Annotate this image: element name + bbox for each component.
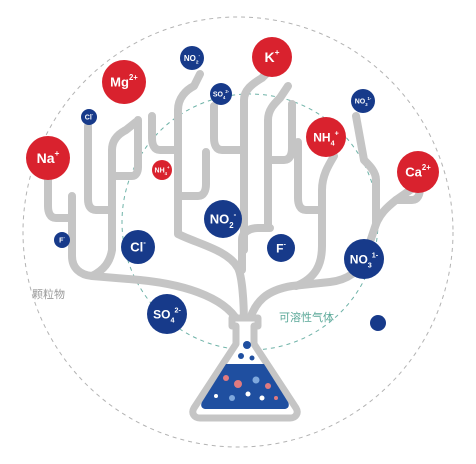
ion-na-label: Na+ (37, 148, 60, 166)
ion-ca: Ca2+ (397, 151, 439, 193)
ion-no3_s-charge: 1- (368, 96, 372, 101)
ion-cl_s: Cl- (81, 109, 97, 125)
ion-nh4b-circle (152, 160, 172, 180)
ion-no2_l-label: NO2- (210, 210, 237, 230)
ion-nh4a-label: NH4+ (313, 128, 339, 147)
ion-k-symbol: K (264, 49, 274, 65)
ion-no2_l-circle (204, 200, 242, 238)
ion-cl_s-charge: - (92, 112, 94, 117)
ion-no3_l-circle (344, 239, 384, 279)
ion-ca-circle (397, 151, 439, 193)
ion-so4_s-charge: 2- (225, 89, 229, 94)
ion-cl_s-circle (81, 109, 97, 125)
ion-so4_l-label: SO42- (153, 305, 181, 324)
ion-k-circle (252, 37, 292, 77)
ion-cl_l-label: Cl- (130, 238, 146, 255)
ion-cl_l-circle (121, 230, 155, 264)
ion-f_s-label: F- (59, 235, 65, 245)
ion-so4_l-symbol: SO (153, 307, 170, 321)
ion-no2_l-symbol: NO (210, 212, 230, 227)
ion-mg-circle (102, 60, 146, 104)
ion-no3_s-circle (351, 89, 375, 113)
ion-mg: Mg2+ (102, 60, 146, 104)
ion-no3_l-subscript: 3 (368, 261, 372, 270)
ion-so4_s-circle (210, 83, 232, 105)
ion-so4_s-label: SO42- (213, 89, 230, 100)
ion-so4_l: SO42- (147, 294, 187, 334)
ion-nh4b-symbol: NH (155, 168, 165, 175)
ion-no3_s: NO31- (351, 89, 375, 113)
ion-nh4b-charge: + (167, 165, 170, 170)
ion-nh4a: NH4+ (306, 117, 346, 157)
ion-k-label: K+ (264, 47, 279, 65)
flask-liquid (201, 364, 289, 409)
particulate-label: 颗粒物 (32, 287, 65, 301)
ion-f_l: F- (267, 234, 295, 262)
ion-so4_l-charge: 2- (174, 305, 181, 314)
particulate-boundary (22, 16, 454, 448)
ion-no2_s-charge: - (199, 54, 201, 59)
ion-dot (370, 315, 386, 331)
ion-f_l-charge: - (283, 239, 286, 248)
ion-no3_l-label: NO31- (350, 250, 379, 269)
ion-ca-charge: 2+ (422, 163, 431, 172)
ion-nh4b-subscript: 4 (165, 171, 168, 176)
ion-f_s-symbol: F (59, 238, 64, 245)
ion-no3_l-symbol: NO (350, 252, 368, 266)
ion-no2_s-label: NO2- (184, 54, 201, 66)
ion-no2_l-subscript: 2 (229, 221, 234, 230)
ion-mg-symbol: Mg (110, 75, 129, 90)
ion-so4_s-symbol: SO (213, 92, 224, 99)
soluble-gas-label: 可溶性气体 (279, 310, 334, 324)
ion-ca-label: Ca2+ (405, 163, 431, 180)
ion-f_l-symbol: F (276, 241, 283, 255)
ion-no2_s-subscript: 2 (196, 60, 199, 66)
ion-no2_l-charge: - (234, 210, 237, 219)
ion-no3_l: NO31- (344, 239, 384, 279)
flask-bubbles (214, 341, 278, 401)
ion-no3_s-symbol: NO (355, 99, 366, 106)
ion-nh4b-label: NH4+ (155, 165, 170, 176)
ion-mg-charge: 2+ (129, 73, 138, 82)
ion-cl_l-symbol: Cl (130, 240, 143, 255)
ion-no3_s-subscript: 3 (365, 102, 368, 107)
ion-no3_l-charge: 1- (372, 250, 379, 259)
ion-cl_s-symbol: Cl (85, 115, 92, 122)
ion-no2_s: NO2- (180, 46, 204, 70)
ion-ca-symbol: Ca (405, 165, 422, 180)
ion-f_l-circle (267, 234, 295, 262)
ion-f_s-charge: - (63, 235, 65, 240)
ion-na-charge: + (55, 148, 60, 158)
erlenmeyer-flask (189, 314, 301, 422)
ion-nh4a-symbol: NH (313, 130, 330, 144)
ion-nh4a-charge: + (335, 128, 339, 137)
ion-nodes: Na+Mg2+K+NH4+Ca2+NH4+Cl-NO2-SO42-NO31-F-… (26, 37, 439, 334)
ion-so4_s-subscript: 4 (223, 95, 226, 100)
ion-no2_l: NO2- (204, 200, 242, 238)
ion-so4_l-subscript: 4 (170, 316, 174, 325)
ion-no3_s-label: NO31- (355, 96, 372, 107)
ion-f_s: F- (54, 232, 70, 248)
ion-na-symbol: Na (37, 150, 55, 166)
ion-nh4a-subscript: 4 (331, 139, 335, 148)
ion-dot-circle (370, 315, 386, 331)
ion-mg-label: Mg2+ (110, 73, 138, 90)
ion-nh4a-circle (306, 117, 346, 157)
ion-na: Na+ (26, 136, 70, 180)
ion-no2_s-circle (180, 46, 204, 70)
ion-so4_l-circle (147, 294, 187, 334)
ion-f_l-label: F- (276, 239, 286, 255)
ion-k: K+ (252, 37, 292, 77)
ion-no2_s-symbol: NO (184, 54, 196, 63)
ion-cl_l-charge: - (143, 238, 146, 247)
ion-nh4b: NH4+ (152, 160, 172, 180)
ion-so4_s: SO42- (210, 83, 232, 105)
ion-cl_l: Cl- (121, 230, 155, 264)
ion-k-charge: + (275, 47, 280, 57)
ion-cl_s-label: Cl- (85, 112, 94, 122)
ion-f_s-circle (54, 232, 70, 248)
ion-na-circle (26, 136, 70, 180)
